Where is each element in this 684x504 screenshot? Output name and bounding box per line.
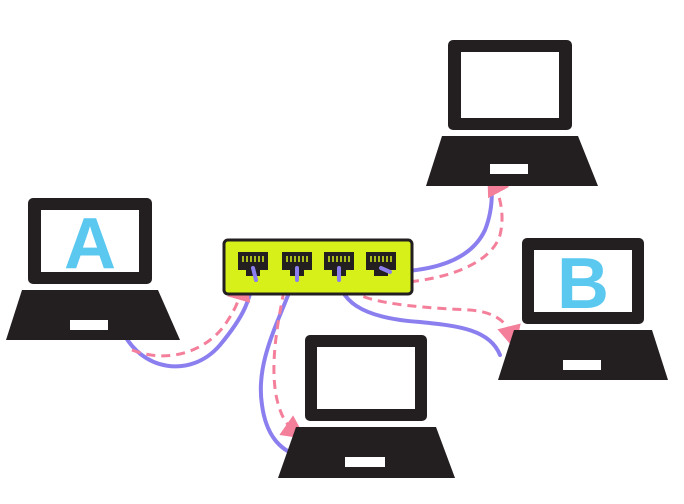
laptop-top-right-touchpad [490,164,528,174]
cable-switch-bottom [258,270,299,457]
laptop-a-touchpad [70,320,108,330]
laptop-b-label: B [557,244,609,324]
ethernet-port-2 [282,252,312,276]
cable-plugs [251,266,392,282]
signal-arrow-switch-to-bottom [272,275,306,439]
laptop-bottom [278,335,455,478]
laptop-bottom-base [278,427,455,478]
laptop-bottom-screen [317,347,415,409]
ethernet-port-icon [282,252,312,276]
laptop-top-right [426,40,598,186]
laptop-b: B [498,238,668,380]
laptop-b-screen [534,250,632,312]
laptop-a-base [6,290,180,340]
cable-plug-1 [251,266,258,282]
ethernet-port-icon [324,252,354,276]
laptop-top-right-base [426,136,598,186]
signal-arrow-switch-to-b [349,288,521,350]
laptop-b-touchpad [563,360,601,370]
signal-arrow-switch-to-top-right [394,171,510,285]
cable-plug-4 [379,266,392,274]
laptop-b-base [498,330,668,380]
laptop-top-right-screen [461,52,559,118]
ethernet-port-1 [238,252,268,276]
laptop-bottom-touchpad [345,457,385,467]
ethernet-port-icon [238,252,268,276]
signal-paths [131,171,521,439]
signal-arrow-a-to-switch [131,276,251,358]
laptop-a-screen [41,210,139,272]
network-switch-icon [222,238,414,296]
laptop-a: A [6,198,180,340]
laptop-a-label: A [64,204,116,284]
ethernet-port-3 [324,252,354,276]
